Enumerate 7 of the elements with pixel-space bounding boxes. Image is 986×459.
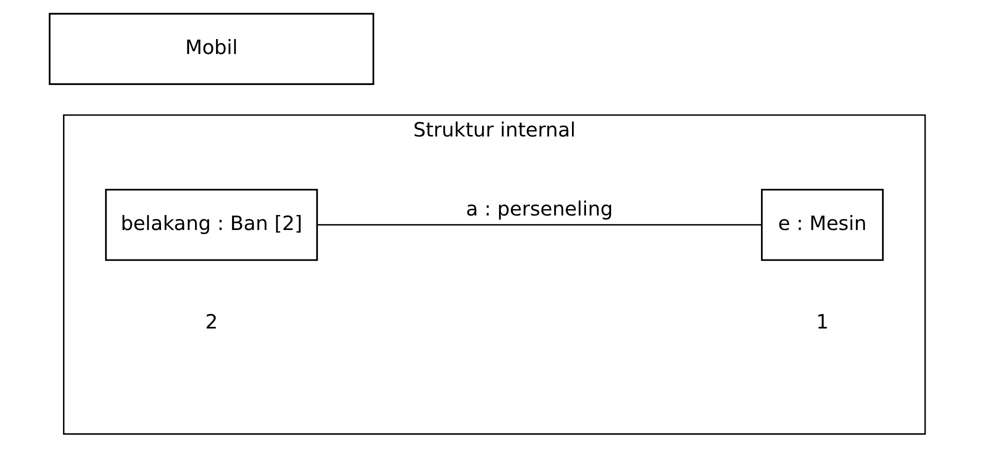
edge-label: a : perseneling bbox=[466, 197, 613, 220]
node-box: e : Mesin bbox=[761, 188, 884, 261]
label: 1 bbox=[816, 310, 829, 334]
node-box: Mobil bbox=[48, 12, 374, 85]
connector bbox=[317, 224, 762, 226]
node-box: belakang : Ban [2] bbox=[105, 188, 318, 261]
label: 2 bbox=[205, 310, 218, 334]
